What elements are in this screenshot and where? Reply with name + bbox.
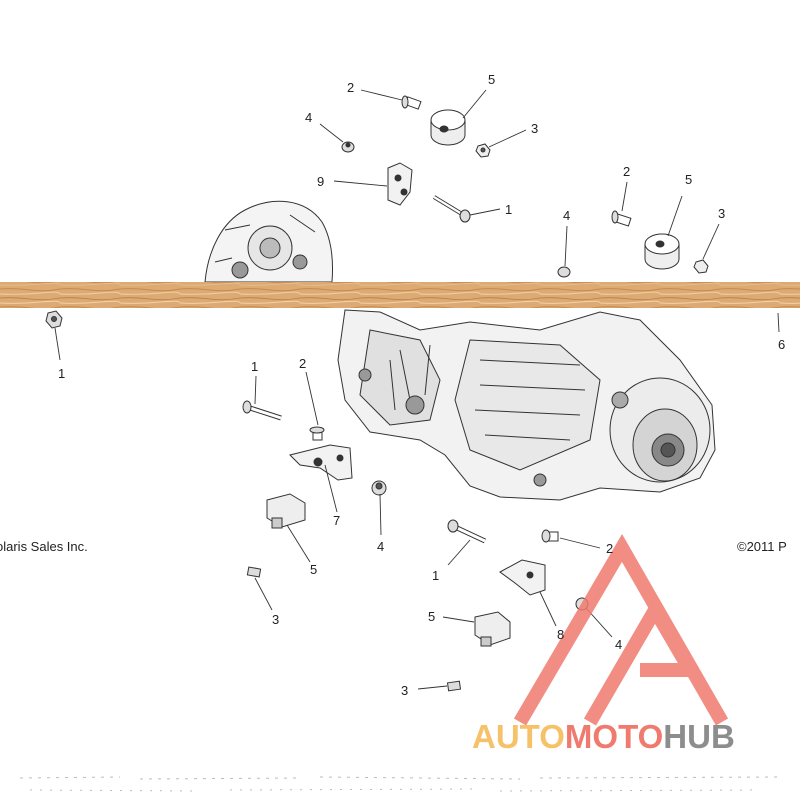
watermark-auto: AUTO (472, 718, 565, 755)
callout-2: 2 (623, 164, 631, 179)
bolt-part-2-top (401, 95, 422, 110)
callout-7: 7 (333, 513, 341, 528)
watermark-text: AUTOMOTOHUB (472, 718, 735, 756)
mount-part-5-right (644, 233, 680, 270)
bolt-part-2-bottom (541, 529, 559, 543)
callout-3: 3 (718, 206, 726, 221)
nut-part-1-left (45, 310, 63, 329)
transaxle-assembly (204, 200, 716, 501)
callout-2: 2 (347, 80, 355, 95)
callout-1: 1 (251, 359, 259, 374)
callout-8: 8 (557, 627, 565, 642)
bracket-part-7 (289, 444, 353, 481)
callout-5: 5 (428, 609, 436, 624)
watermark-hub: HUB (663, 718, 735, 755)
callout-4: 4 (377, 539, 385, 554)
nut-part-4-center (371, 480, 387, 496)
leader-lines (54, 89, 780, 690)
copyright-text-left: olaris Sales Inc. (0, 539, 88, 554)
mount-part-5-bottom (474, 611, 511, 647)
callout-4: 4 (563, 208, 571, 223)
callout-3: 3 (531, 121, 539, 136)
watermark-logo-icon (513, 534, 729, 726)
nut-part-3-lower-left (246, 566, 262, 578)
callout-2: 2 (606, 541, 614, 556)
nut-part-4-top (341, 141, 355, 153)
bottom-edge-marks (19, 776, 781, 792)
bolt-part-1-top (432, 195, 471, 223)
nut-part-4-right (557, 266, 571, 278)
callout-2: 2 (299, 356, 307, 371)
callout-6: 6 (778, 337, 786, 352)
bracket-part-9 (387, 162, 413, 206)
callout-9: 9 (317, 174, 325, 189)
nut-part-3-top (475, 143, 491, 158)
bracket-part-8 (499, 559, 546, 596)
callout-5: 5 (488, 72, 496, 87)
callout-4: 4 (615, 637, 623, 652)
mount-part-5-lower-left (266, 493, 306, 529)
callout-3: 3 (401, 683, 409, 698)
bolt-part-1-lower (242, 400, 282, 421)
watermark-moto: MOTO (564, 718, 664, 755)
bolt-part-2-right (611, 210, 632, 227)
mount-part-5-top (430, 109, 466, 146)
callout-1: 1 (505, 202, 513, 217)
bolt-part-1-bottom (447, 519, 487, 544)
callout-3: 3 (272, 612, 280, 627)
nut-part-3-right (693, 259, 709, 274)
callout-5: 5 (310, 562, 318, 577)
callout-1: 1 (58, 366, 66, 381)
bolt-part-2-lower (309, 426, 325, 441)
wood-band (0, 282, 800, 308)
callout-4: 4 (305, 110, 313, 125)
copyright-text-right: ©2011 P (737, 539, 787, 554)
callout-1: 1 (432, 568, 440, 583)
callout-5: 5 (685, 172, 693, 187)
nut-part-3-bottom (446, 680, 462, 692)
